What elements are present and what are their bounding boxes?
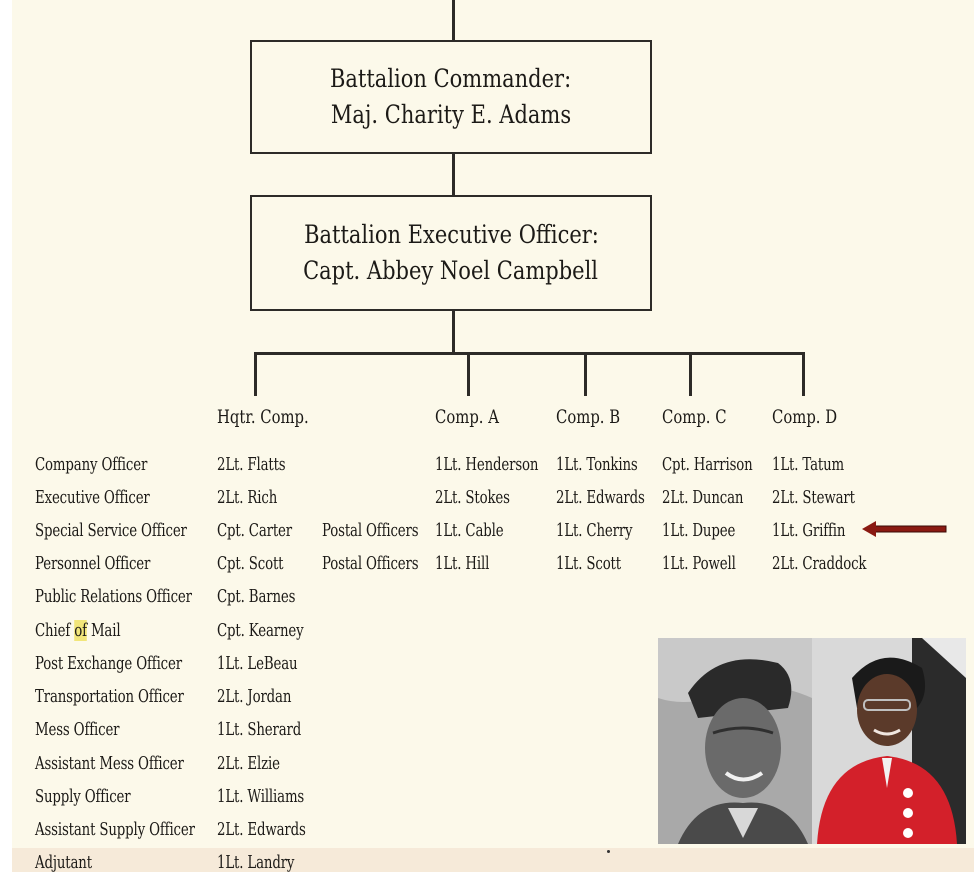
- header-comp-c: Comp. C: [662, 406, 727, 428]
- hqtr-officer: 1Lt. LeBeau: [217, 653, 298, 674]
- comp-d-officer: 1Lt. Tatum: [772, 454, 845, 475]
- hqtr-officer: Cpt. Barnes: [217, 586, 296, 607]
- header-hqtr-comp: Hqtr. Comp.: [217, 406, 309, 428]
- connector-commander-executive: [452, 152, 455, 196]
- role-label: Public Relations Officer: [35, 586, 192, 607]
- role-label: Personnel Officer: [35, 553, 151, 574]
- connector-top: [452, 0, 455, 40]
- comp-c-officer: 2Lt. Duncan: [662, 487, 744, 508]
- portrait-illustration: [658, 638, 812, 844]
- stray-dot: [607, 850, 610, 853]
- drop-comp-d: [802, 352, 805, 396]
- hqtr-officer: 2Lt. Jordan: [217, 686, 292, 707]
- role-label: Transportation Officer: [35, 686, 184, 707]
- comp-c-officer: 1Lt. Dupee: [662, 520, 736, 541]
- portrait-photo-young: [658, 638, 812, 844]
- hqtr-officer: Cpt. Carter: [217, 520, 293, 541]
- connector-executive-bus: [452, 309, 455, 354]
- comp-b-officer: 2Lt. Edwards: [556, 487, 645, 508]
- executive-title: Battalion Executive Officer:: [303, 220, 599, 249]
- hqtr-officer: 2Lt. Elzie: [217, 753, 280, 774]
- comp-b-officer: 1Lt. Cherry: [556, 520, 633, 541]
- postal-label: Postal Officers: [322, 553, 419, 574]
- comp-a-officer: 1Lt. Henderson: [435, 454, 539, 475]
- comp-c-officer: 1Lt. Powell: [662, 553, 736, 574]
- hqtr-officer: 1Lt. Sherard: [217, 719, 302, 740]
- role-label: Assistant Supply Officer: [35, 819, 195, 840]
- hqtr-officer: 1Lt. Williams: [217, 786, 305, 807]
- drop-hqtr: [254, 352, 257, 396]
- comp-d-officer: 2Lt. Craddock: [772, 553, 867, 574]
- portrait-illustration: [812, 638, 966, 844]
- comp-b-officer: 1Lt. Tonkins: [556, 454, 638, 475]
- comp-c-officer: Cpt. Harrison: [662, 454, 753, 475]
- commander-name: Maj. Charity E. Adams: [330, 100, 572, 129]
- comp-d-officer: 1Lt. Griffin: [772, 520, 846, 541]
- comp-d-officer: 2Lt. Stewart: [772, 487, 855, 508]
- highlighted-word: of: [74, 620, 87, 641]
- commander-box: Battalion Commander: Maj. Charity E. Ada…: [250, 40, 652, 154]
- role-label: Special Service Officer: [35, 520, 187, 541]
- hqtr-officer: Cpt. Kearney: [217, 620, 304, 641]
- hqtr-officer: 2Lt. Flatts: [217, 454, 286, 475]
- role-label: Mess Officer: [35, 719, 120, 740]
- bottom-band: [12, 848, 974, 872]
- commander-title: Battalion Commander:: [330, 64, 572, 93]
- drop-comp-a: [467, 352, 470, 396]
- role-label: Supply Officer: [35, 786, 131, 807]
- role-label: Adjutant: [35, 852, 92, 873]
- hqtr-officer: 2Lt. Edwards: [217, 819, 306, 840]
- header-comp-b: Comp. B: [556, 406, 621, 428]
- comp-b-officer: 1Lt. Scott: [556, 553, 621, 574]
- drop-comp-b: [584, 352, 587, 396]
- role-label: Company Officer: [35, 454, 148, 475]
- hqtr-officer: Cpt. Scott: [217, 553, 284, 574]
- postal-label: Postal Officers: [322, 520, 419, 541]
- comp-a-officer: 1Lt. Hill: [435, 553, 490, 574]
- hqtr-officer: 1Lt. Landry: [217, 852, 295, 873]
- executive-name: Capt. Abbey Noel Campbell: [303, 256, 599, 285]
- executive-box: Battalion Executive Officer: Capt. Abbey…: [250, 195, 652, 311]
- role-label-part: Chief: [35, 620, 75, 641]
- role-label-part: Mail: [86, 620, 121, 641]
- company-bus-line: [254, 352, 805, 355]
- drop-comp-c: [689, 352, 692, 396]
- hqtr-officer: 2Lt. Rich: [217, 487, 278, 508]
- left-arrow-icon: [862, 521, 947, 537]
- role-label: Executive Officer: [35, 487, 150, 508]
- header-comp-a: Comp. A: [435, 406, 499, 428]
- role-label-chief-of-mail: Chief of Mail: [35, 620, 121, 641]
- role-label: Assistant Mess Officer: [35, 753, 184, 774]
- comp-a-officer: 2Lt. Stokes: [435, 487, 510, 508]
- role-label: Post Exchange Officer: [35, 653, 182, 674]
- portrait-photo-elderly: [812, 638, 966, 844]
- header-comp-d: Comp. D: [772, 406, 838, 428]
- comp-a-officer: 1Lt. Cable: [435, 520, 504, 541]
